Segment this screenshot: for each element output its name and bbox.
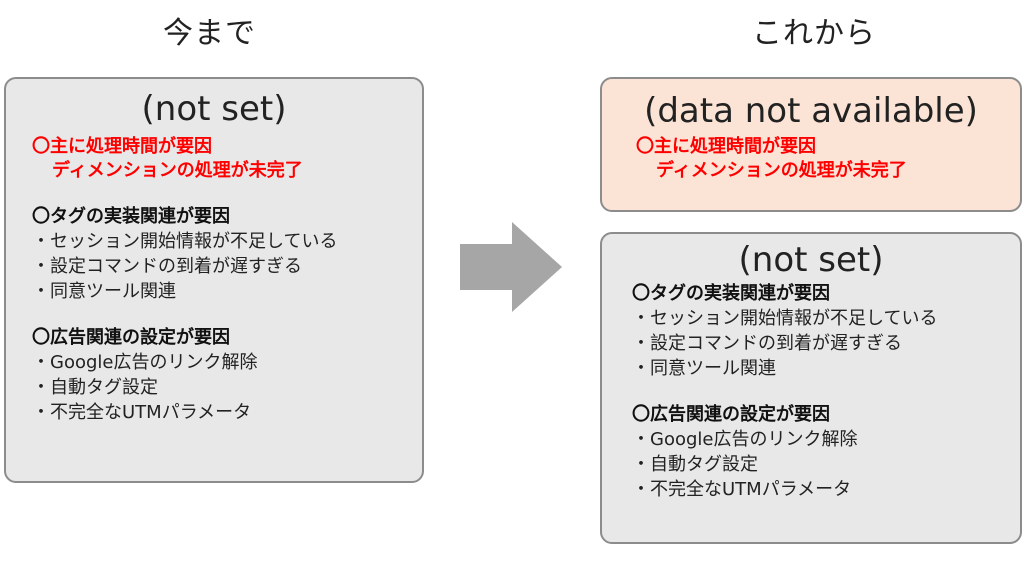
right-red-line1: 〇主に処理時間が要因 bbox=[636, 136, 816, 157]
left-section1-item: ・設定コマンドの到着が遅すぎる bbox=[32, 256, 302, 277]
left-red-line2: ディメンションの処理が未完了 bbox=[52, 160, 303, 181]
arrow-shape bbox=[460, 222, 562, 312]
left-box-not-set: (not set) 〇主に処理時間が要因 ディメンションの処理が未完了 〇タグの… bbox=[4, 77, 424, 483]
left-section2-title: 〇広告関連の設定が要因 bbox=[32, 327, 230, 348]
left-section1-item: ・同意ツール関連 bbox=[32, 281, 176, 302]
heading-after: これから bbox=[752, 16, 876, 51]
right-arrow-icon bbox=[460, 222, 562, 312]
left-red-line1: 〇主に処理時間が要因 bbox=[32, 136, 212, 157]
heading-before: 今まで bbox=[163, 16, 256, 51]
right-section2-item: ・不完全なUTMパラメータ bbox=[632, 479, 852, 500]
right-bottom-box-not-set: (not set) 〇タグの実装関連が要因 ・セッション開始情報が不足している … bbox=[600, 232, 1022, 544]
right-top-box-title: (data not available) bbox=[644, 91, 978, 131]
right-section1-item: ・設定コマンドの到着が遅すぎる bbox=[632, 333, 902, 354]
right-section1-item: ・セッション開始情報が不足している bbox=[632, 308, 938, 329]
left-section2-item: ・自動タグ設定 bbox=[32, 377, 158, 398]
right-section1-item: ・同意ツール関連 bbox=[632, 358, 776, 379]
right-section2-item: ・自動タグ設定 bbox=[632, 454, 758, 475]
left-box-title: (not set) bbox=[141, 89, 287, 129]
right-section2-title: 〇広告関連の設定が要因 bbox=[632, 404, 830, 425]
left-section2-item: ・不完全なUTMパラメータ bbox=[32, 402, 252, 423]
right-section2-item: ・Google広告のリンク解除 bbox=[632, 429, 858, 450]
right-bottom-box-title: (not set) bbox=[738, 240, 884, 280]
right-top-box-data-not-available: (data not available) 〇主に処理時間が要因 ディメンションの… bbox=[600, 77, 1022, 212]
left-section1-item: ・セッション開始情報が不足している bbox=[32, 231, 338, 252]
left-section2-item: ・Google広告のリンク解除 bbox=[32, 352, 258, 373]
left-section1-title: 〇タグの実装関連が要因 bbox=[32, 206, 230, 227]
right-section1-title: 〇タグの実装関連が要因 bbox=[632, 283, 830, 304]
right-red-line2: ディメンションの処理が未完了 bbox=[656, 160, 907, 181]
